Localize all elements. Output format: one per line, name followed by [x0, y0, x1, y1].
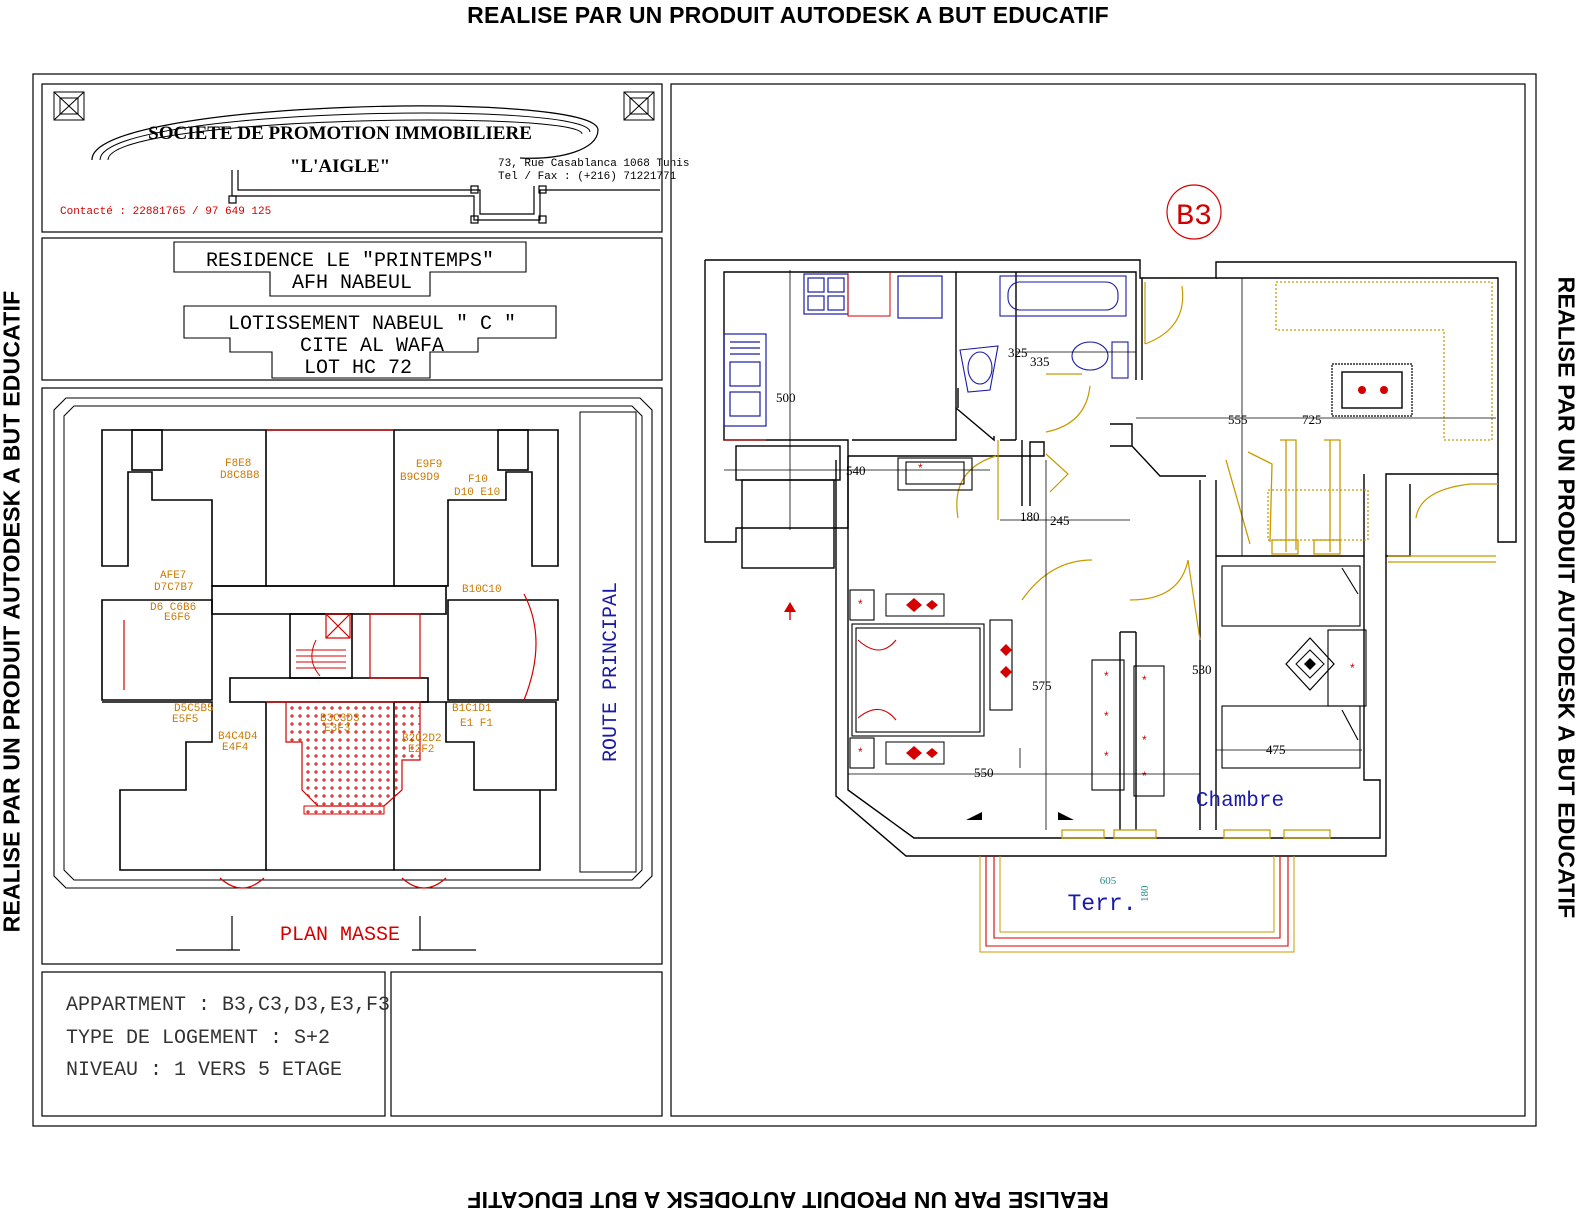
site-label: E6F6: [164, 612, 190, 624]
housing-type-line: TYPE DE LOGEMENT : S+2: [66, 1027, 330, 1050]
stair-icon: [296, 639, 346, 677]
site-label: E1 F1: [460, 718, 493, 730]
dimension-label: 725: [1302, 412, 1322, 427]
bathroom-fixtures: [959, 275, 1129, 393]
company-phone: Tel / Fax : (+216) 71221771: [498, 171, 677, 183]
road-label: ROUTE PRINCIPAL: [600, 582, 623, 762]
star-marks: * * * * * * * * * *: [858, 461, 1355, 783]
bedroom-furniture: [849, 457, 1367, 797]
site-red-marks: [123, 429, 537, 889]
site-label: E9F9: [416, 459, 442, 471]
project-line5: LOT HC 72: [304, 357, 412, 380]
site-label: F8E8: [225, 458, 251, 470]
terrace-rail: [979, 856, 1295, 953]
project-line4: CITE AL WAFA: [300, 335, 444, 358]
company-name: SOCIETE DE PROMOTION IMMOBILIERE: [148, 123, 532, 144]
arrow-left-icon: [966, 812, 982, 820]
svg-text:*: *: [1142, 769, 1147, 783]
floor-plan: B3: [704, 184, 1517, 953]
site-label: B10C10: [462, 584, 502, 596]
dimension-label: 180: [1139, 885, 1151, 902]
dimension-label: 475: [1266, 742, 1286, 757]
kitchen-furniture: [723, 273, 943, 427]
svg-text:*: *: [1104, 669, 1109, 683]
dimension-label: 555: [1228, 412, 1248, 427]
site-label: E3F3: [324, 723, 350, 735]
entrance-step: [303, 805, 385, 815]
dimension-label: 180: [1020, 509, 1040, 524]
site-plan: ROUTE PRINCIPAL: [53, 397, 653, 951]
site-label: B3C3D3: [320, 713, 360, 725]
dimension-lines: [724, 270, 1496, 830]
dimension-label: 550: [974, 765, 994, 780]
living-furniture: [1225, 281, 1493, 555]
arrow-right-icon: [1058, 812, 1074, 820]
site-label: E5F5: [172, 714, 198, 726]
dimension-label: 500: [776, 390, 796, 405]
rug-icon: [1331, 363, 1413, 417]
info-block: APPARTMENT : B3,C3,D3,E3,F3 TYPE DE LOGE…: [66, 994, 390, 1082]
dimension-labels: 500 540 325 335 180 245 555 725 575 550 …: [776, 345, 1322, 780]
site-label: B1C1D1: [452, 703, 492, 715]
emblem-right-icon: [623, 91, 655, 121]
site-label: D5C5B5: [174, 703, 214, 715]
project-line1: RESIDENCE LE "PRINTEMPS": [206, 250, 494, 273]
apartment-tag: B3: [1176, 200, 1212, 234]
apartment-line: APPARTMENT : B3,C3,D3,E3,F3: [66, 994, 390, 1017]
room-label-terrace: Terr.: [1067, 891, 1136, 917]
emblem-left-icon: [53, 91, 85, 121]
site-apartment-labels: F8E8 D8C8B8 AFE7 D7C7B7 D6 C6B6 E6F6 E9F…: [150, 458, 502, 756]
header-plan-sketch: [228, 170, 660, 224]
site-label: B2C2D2: [402, 733, 442, 745]
project-block: RESIDENCE LE "PRINTEMPS" AFH NABEUL LOTI…: [173, 241, 557, 380]
svg-text:*: *: [1104, 749, 1109, 763]
site-label: B4C4D4: [218, 731, 258, 743]
dimension-label: 575: [1032, 678, 1052, 693]
project-line3: LOTISSEMENT NABEUL " C ": [228, 313, 516, 336]
dimension-label: 325: [1008, 345, 1028, 360]
dimension-label: 530: [1192, 662, 1212, 677]
svg-text:*: *: [1104, 709, 1109, 723]
svg-text:*: *: [1350, 661, 1355, 675]
level-line: NIVEAU : 1 VERS 5 ETAGE: [66, 1059, 342, 1082]
watermark-top: REALISE PAR UN PRODUIT AUTODESK A BUT ED…: [467, 2, 1109, 28]
sheet-frames: [32, 73, 1537, 1127]
svg-text:*: *: [1142, 673, 1147, 687]
terrace-outline: [985, 856, 1289, 947]
site-label: D10 E10: [454, 487, 500, 499]
plan-walls: [704, 259, 1517, 857]
plan-masse-label: PLAN MASSE: [280, 924, 400, 947]
svg-text:*: *: [918, 461, 923, 475]
company-address: 73, Rue Casablanca 1068 Tunis: [498, 158, 689, 170]
company-title-block: SOCIETE DE PROMOTION IMMOBILIERE "L'AIGL…: [53, 91, 689, 224]
site-label: D6 C6B6: [150, 602, 196, 614]
svg-text:*: *: [858, 745, 863, 759]
dimension-label: 335: [1030, 354, 1050, 369]
project-line2: AFH NABEUL: [292, 272, 412, 295]
svg-text:*: *: [858, 597, 863, 611]
company-subtitle: "L'AIGLE": [290, 156, 390, 177]
site-label: F10: [468, 474, 488, 486]
dimension-label: 540: [846, 463, 866, 478]
site-label: AFE7: [160, 570, 186, 582]
entrance-arrow-icon: [784, 602, 796, 612]
svg-text:*: *: [1142, 733, 1147, 747]
company-contact: Contacté : 22881765 / 97 649 125: [60, 206, 271, 218]
room-label-chambre: Chambre: [1196, 790, 1284, 813]
dimension-label: 245: [1050, 513, 1070, 528]
doors: [956, 282, 1498, 839]
bedroom-rugs: [885, 593, 1335, 765]
apartment-tag-circle: [1166, 184, 1222, 240]
site-label: E2F2: [408, 744, 434, 756]
kitchen-counter-lines: [724, 272, 891, 441]
site-label: D7C7B7: [154, 582, 194, 594]
site-label: E4F4: [222, 742, 249, 754]
site-label: B9C9D9: [400, 472, 440, 484]
dimension-label: 605: [1100, 875, 1117, 887]
site-label: D8C8B8: [220, 470, 260, 482]
